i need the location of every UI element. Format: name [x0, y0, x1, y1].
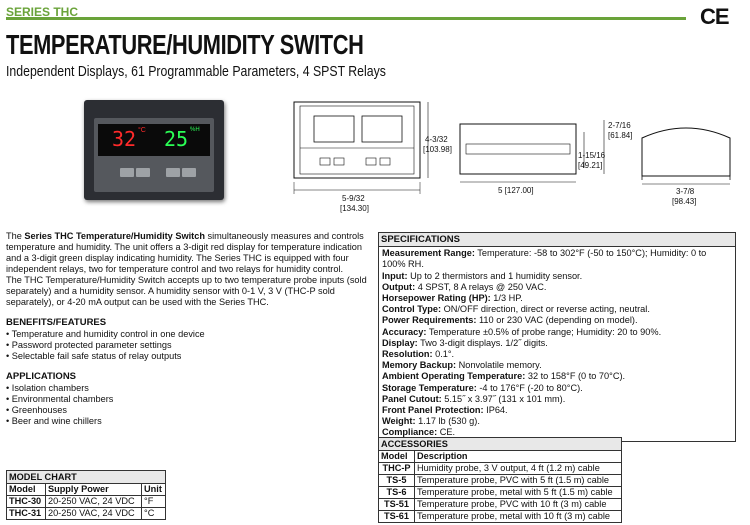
front-width-mm: [134.30]	[340, 204, 369, 213]
spec-item: Output: 4 SPST, 8 A relays @ 250 VAC.	[382, 281, 547, 292]
page-title: TEMPERATURE/HUMIDITY SWITCH	[6, 29, 364, 60]
spec-item: Compliance: CE.	[382, 427, 456, 438]
set-button-left	[120, 168, 134, 177]
list-item: Environmental chambers	[6, 394, 370, 405]
down-button	[166, 168, 180, 177]
spec-item: Horsepower Rating (HP): 1/3 HP.	[382, 293, 523, 304]
side-height1-mm: [49.21]	[578, 161, 602, 170]
top-width-mm: [98.43]	[672, 197, 696, 206]
spec-item: Display: Two 3-digit displays. 1/2˝ digi…	[382, 337, 548, 348]
intro-paragraph-1: The Series THC Temperature/Humidity Swit…	[6, 231, 364, 274]
specifications-list: Measurement Range: Temperature: -58 to 3…	[379, 247, 735, 440]
spec-item: Power Requirements: 110 or 230 VAC (depe…	[382, 315, 638, 326]
series-label: SERIES THC	[6, 5, 79, 19]
spec-item: Control Type: ON/OFF direction, direct o…	[382, 304, 650, 315]
list-item: Temperature and humidity control in one …	[6, 329, 370, 340]
spec-item: Resolution: 0.1°.	[382, 349, 455, 360]
list-item: Beer and wine chillers	[6, 416, 370, 427]
spec-item: Memory Backup: Nonvolatile memory.	[382, 360, 542, 371]
applications-list: Isolation chambers Environmental chamber…	[6, 383, 370, 427]
list-item: Isolation chambers	[6, 383, 370, 394]
spec-item: Weight: 1.17 lb (530 g).	[382, 416, 480, 427]
side-height2-dim: 2-7/16	[608, 121, 631, 130]
spec-item: Input: Up to 2 thermistors and 1 humidit…	[382, 270, 583, 281]
spec-item: Front Panel Protection: IP64.	[382, 405, 508, 416]
side-width-dim: 5 [127.00]	[498, 186, 534, 195]
top-view-drawing: 3-7/8 [98.43]	[641, 127, 731, 206]
table-header-row: Model Supply Power Unit	[6, 483, 166, 496]
front-width-dim: 5-9/32	[342, 194, 365, 203]
spec-item: Storage Temperature: -4 to 176°F (-20 to…	[382, 382, 583, 393]
table-header-row: Model Description	[378, 450, 622, 463]
side-view-drawing: 5 [127.00] 1-15/16 [49.21] 2-7/16 [61.84…	[459, 120, 632, 195]
humidity-unit: %H	[190, 127, 200, 133]
table-row: THC-30 20-250 VAC, 24 VDC °F	[6, 495, 166, 508]
front-height-dim: 4-3/32	[425, 135, 448, 144]
top-width-dim: 3-7/8	[676, 187, 695, 196]
model-chart-table: MODEL CHART Model Supply Power Unit THC-…	[6, 470, 166, 520]
table-row: THC-31 20-250 VAC, 24 VDC °C	[6, 507, 166, 520]
model-chart-caption: MODEL CHART	[6, 470, 166, 483]
temp-display: 32	[112, 127, 137, 151]
front-height-mm: [103.98]	[423, 145, 452, 154]
spec-item: Accuracy: Temperature ±0.5% of probe ran…	[382, 326, 662, 337]
intro-section: The Series THC Temperature/Humidity Swit…	[6, 231, 370, 427]
set-button-right	[182, 168, 196, 177]
benefits-list: Temperature and humidity control in one …	[6, 329, 370, 362]
list-item: Greenhouses	[6, 405, 370, 416]
side-height2-mm: [61.84]	[608, 131, 632, 140]
spec-item: Panel Cutout: 5.15˝ x 3.97˝ (131 x 101 m…	[382, 393, 566, 404]
humidity-display: 25	[164, 127, 189, 151]
device-screen	[98, 124, 210, 156]
list-item: Selectable fail safe status of relay out…	[6, 351, 370, 362]
list-item: Password protected parameter settings	[6, 340, 370, 351]
applications-heading: APPLICATIONS	[6, 371, 77, 382]
benefits-heading: BENEFITS/FEATURES	[6, 317, 107, 328]
up-button	[136, 168, 150, 177]
product-photo: 32 °C 25 %H	[84, 100, 224, 200]
ce-mark-logo: CE	[700, 4, 730, 29]
spec-item: Measurement Range: Temperature: -58 to 3…	[382, 248, 707, 270]
page-subtitle: Independent Displays, 61 Programmable Pa…	[6, 63, 386, 80]
spec-item: Ambient Operating Temperature: 32 to 158…	[382, 371, 626, 382]
specifications-box: SPECIFICATIONS Measurement Range: Temper…	[378, 232, 736, 442]
front-view-drawing: 4-3/32 [103.98] 5-9/32 [134.30]	[293, 101, 452, 213]
specifications-heading: SPECIFICATIONS	[379, 233, 735, 248]
series-header: SERIES THC	[6, 6, 686, 20]
temp-unit: °C	[138, 127, 146, 134]
accessories-caption: ACCESSORIES	[378, 437, 622, 450]
side-height1-dim: 1-15/16	[578, 151, 606, 160]
intro-paragraph-2: The THC Temperature/Humidity Switch acce…	[6, 275, 367, 307]
